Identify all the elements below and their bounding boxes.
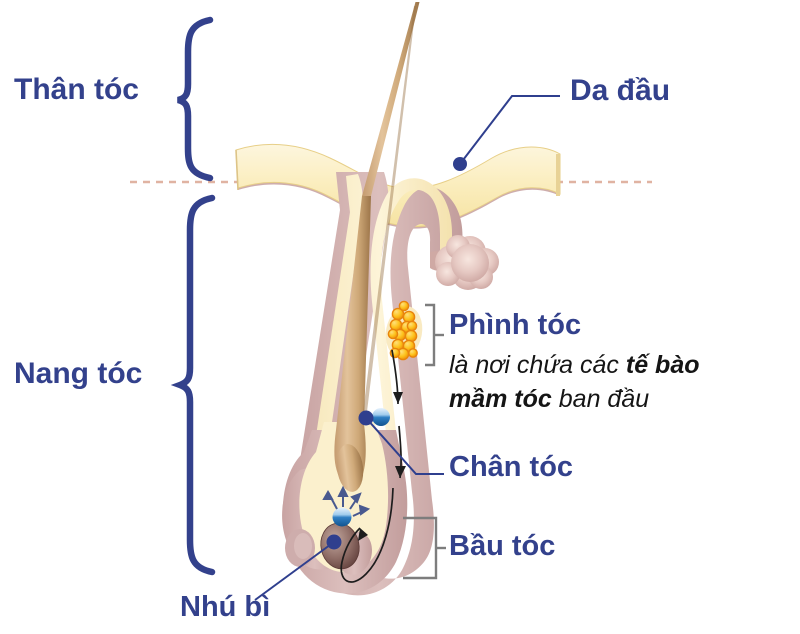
follicle-inner-sheath	[307, 174, 452, 579]
stem-cell-sphere-group	[332, 408, 390, 527]
leader-da-dau	[453, 95, 560, 171]
description-text-bold-b: mầm tóc	[449, 384, 552, 413]
bracket-bau-toc	[403, 516, 446, 580]
description-line-1: là nơi chứa các tế bào	[449, 349, 749, 383]
leader-dot-papilla	[326, 534, 342, 550]
migration-arrow-group	[322, 485, 371, 517]
label-chan-toc: Chân tóc	[449, 451, 574, 483]
leader-nhu-bi	[254, 534, 342, 601]
label-phinh-toc: Phình tóc	[449, 309, 582, 341]
bulge-stem-cell-cluster	[385, 300, 423, 361]
description-text-plain-b: ban đầu	[551, 384, 650, 413]
label-nang-toc: Nang tóc	[14, 357, 143, 390]
leader-dot-scalp	[453, 157, 467, 171]
sebaceous-gland	[430, 235, 499, 290]
description-text-plain-a: là nơi chứa các	[449, 351, 626, 379]
bracket-phinh-toc	[425, 303, 444, 367]
migration-arrow	[337, 485, 349, 507]
bracket-than-toc	[177, 16, 214, 182]
label-than-toc: Thân tóc	[14, 73, 139, 106]
label-da-dau: Da đầu	[570, 74, 671, 107]
skin-cut-edge-right	[556, 154, 560, 196]
stem-cell-sphere	[372, 408, 390, 426]
migration-arrow	[352, 504, 371, 517]
description-text-bold-a: tế bào	[625, 351, 700, 379]
label-nhu-bi: Nhú bì	[180, 591, 271, 623]
stem-cell-sphere	[332, 507, 352, 527]
bracket-nang-toc	[170, 194, 216, 576]
migration-arrow	[322, 489, 338, 510]
leader-dot-hair-root	[358, 410, 374, 426]
hair-shaft	[334, 2, 420, 492]
phinh-toc-description: là nơi chứa các tế bào mầm tóc ban đầu	[449, 349, 749, 416]
description-line-2: mầm tóc ban đầu	[449, 383, 749, 417]
migration-arrow	[349, 492, 362, 510]
flow-arrow-group	[340, 349, 406, 583]
leader-chan-toc	[358, 410, 444, 475]
flow-arrow	[340, 487, 394, 583]
label-bau-toc: Bầu tóc	[449, 530, 556, 562]
